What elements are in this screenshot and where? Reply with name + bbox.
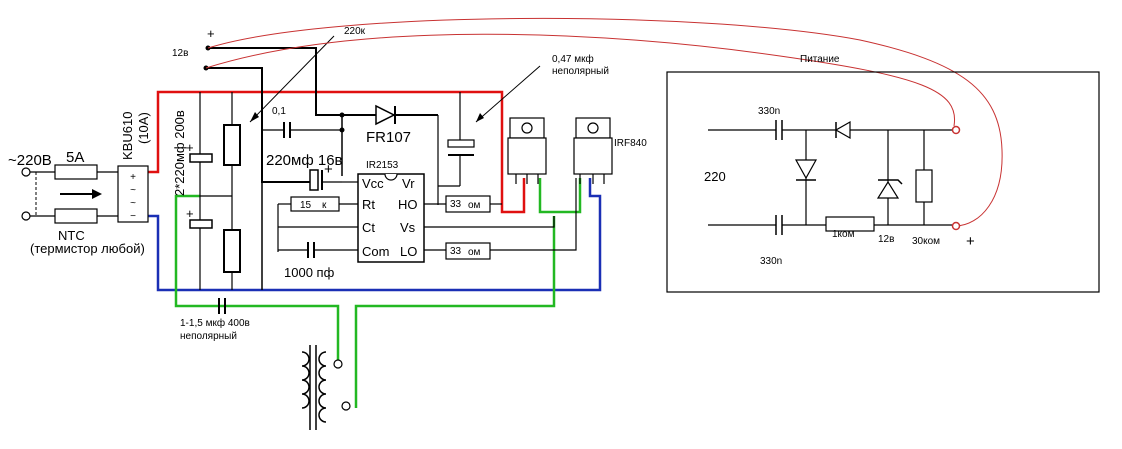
mosfet-high bbox=[507, 117, 547, 184]
label-cap-047-line1: 0,47 мкф bbox=[552, 53, 594, 65]
fuse bbox=[54, 164, 118, 180]
label-bridge-current: (10А) bbox=[136, 112, 151, 144]
cap-0-1 bbox=[262, 122, 342, 138]
label-psu-plus: + bbox=[966, 233, 975, 250]
label-cap-220mf: 220мф 16в bbox=[266, 152, 343, 169]
label-res-15k-b: к bbox=[322, 200, 327, 211]
label-psu-res-30k: 30ком bbox=[912, 236, 940, 247]
label-cap-out-line2: неполярный bbox=[180, 331, 237, 342]
label-res-33-lo-b: ом bbox=[468, 247, 481, 258]
label-res-33-ho-a: 33 bbox=[450, 199, 462, 210]
mosfet-low bbox=[573, 117, 613, 184]
label-psu-220: 220 bbox=[704, 169, 726, 184]
svg-text:−: − bbox=[130, 211, 136, 222]
svg-text:~: ~ bbox=[130, 185, 136, 196]
ic-ir2153 bbox=[342, 115, 439, 263]
label-cap-out-line1: 1-1,5 мкф 400в bbox=[180, 317, 250, 329]
gate-resistors bbox=[424, 178, 577, 260]
label-res-220k: 220к bbox=[344, 26, 366, 37]
label-ntc-note: (термистор любой) bbox=[30, 241, 145, 256]
input-terminals bbox=[21, 167, 55, 221]
label-ntc: NTC bbox=[58, 228, 85, 243]
output-path-right bbox=[354, 216, 556, 408]
bridge-rectifier: + ~ ~ − bbox=[117, 165, 149, 223]
label-pin-vr: Vr bbox=[402, 176, 415, 191]
label-diode-fr107: FR107 bbox=[366, 129, 411, 146]
label-pin-com: Com bbox=[362, 244, 389, 259]
cap-220mf bbox=[309, 169, 342, 191]
label-cap-1000: 1000 пф bbox=[284, 265, 335, 280]
label-pin-lo: LO bbox=[400, 244, 417, 259]
label-supply-12v: 12в bbox=[172, 48, 188, 59]
label-psu-res-1k: 1ком bbox=[832, 229, 855, 240]
label-cap-047-line2: неполярный bbox=[552, 66, 609, 77]
label-psu-cap-top: 330n bbox=[758, 106, 780, 117]
main-capacitors: + + bbox=[186, 92, 213, 290]
negative-rail bbox=[148, 178, 602, 292]
label-cap-220mf-plus: + bbox=[324, 161, 333, 178]
timing-network bbox=[277, 196, 358, 258]
label-ic-name: IR2153 bbox=[366, 160, 399, 171]
label-pin-rt: Rt bbox=[362, 197, 375, 212]
psu-box bbox=[666, 71, 1100, 293]
ntc-thermistor bbox=[54, 189, 118, 224]
label-pin-ho: HO bbox=[398, 197, 418, 212]
label-res-33-ho-b: ом bbox=[468, 200, 481, 211]
label-psu-zener: 12в bbox=[878, 234, 894, 245]
power-wire-minus bbox=[207, 17, 1003, 227]
label-ac-in: ~220В bbox=[8, 152, 52, 169]
svg-text:+: + bbox=[130, 172, 136, 183]
positive-rail bbox=[148, 90, 526, 214]
label-bridge-name: KBU610 bbox=[120, 112, 135, 160]
label-pin-ct: Ct bbox=[362, 220, 375, 235]
label-caps-main: 2*220мф 200в bbox=[172, 110, 187, 196]
output-capacitor bbox=[218, 298, 226, 314]
label-fuse: 5А bbox=[66, 149, 84, 166]
balancing-resistors bbox=[200, 92, 241, 290]
cap-0-47 bbox=[438, 65, 541, 187]
label-res-33-lo-a: 33 bbox=[450, 246, 462, 257]
psu-circuit bbox=[708, 120, 961, 235]
label-cap-01: 0,1 bbox=[272, 106, 286, 117]
diode-fr107 bbox=[339, 104, 396, 176]
label-res-15k-a: 15 bbox=[300, 200, 312, 211]
label-mosfet: IRF840 bbox=[614, 138, 647, 149]
svg-text:+: + bbox=[186, 140, 194, 155]
power-wire-plus bbox=[205, 33, 956, 127]
label-power: Питание bbox=[800, 54, 840, 65]
arrow-220k bbox=[249, 35, 335, 123]
output-path-left bbox=[174, 194, 340, 362]
label-plus: + bbox=[207, 26, 215, 41]
label-psu-cap-bottom: 330n bbox=[760, 256, 782, 267]
output-node bbox=[538, 178, 582, 214]
label-pin-vcc: Vcc bbox=[362, 176, 384, 191]
svg-text:+: + bbox=[186, 206, 194, 221]
svg-text:~: ~ bbox=[130, 198, 136, 209]
transformer bbox=[301, 345, 351, 430]
label-pin-vs: Vs bbox=[400, 220, 416, 235]
